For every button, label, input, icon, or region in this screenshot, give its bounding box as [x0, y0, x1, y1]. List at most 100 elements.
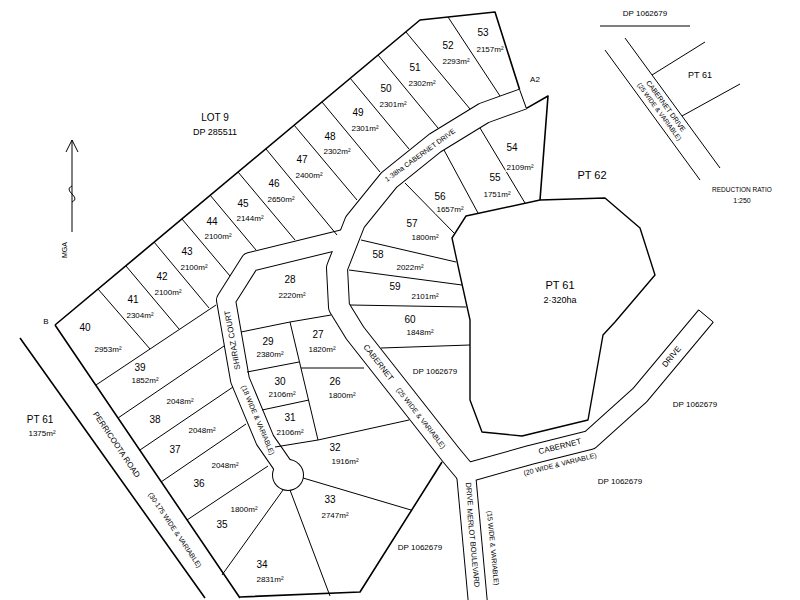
cabernet-east-fill	[466, 316, 706, 473]
survey-mark: A2	[529, 76, 541, 84]
lot-area: 1916m²	[330, 458, 359, 466]
lot-area: 1852m²	[130, 377, 159, 385]
lot-area: 2301m²	[350, 125, 379, 133]
lot-number: 49	[351, 108, 364, 118]
lot-area: 2831m²	[255, 576, 284, 584]
lot-number: 47	[295, 155, 308, 165]
lot-number: 26	[328, 377, 341, 387]
lot-area: 2747m²	[320, 512, 349, 520]
parcel-label: LOT 9	[200, 113, 230, 123]
lot-area: 2293m²	[441, 58, 470, 66]
lot-area: 2304m²	[125, 312, 154, 320]
lot-area: 2380m²	[255, 351, 284, 359]
lot-number: 60	[403, 315, 416, 325]
lot-number: 52	[441, 41, 454, 51]
lot-area: 2144m²	[235, 215, 264, 223]
lot-number: 45	[236, 199, 249, 209]
lot-number: 42	[155, 272, 168, 282]
lot-number: 50	[379, 84, 392, 94]
lot-number: 38	[148, 415, 161, 425]
parcel-label: PT 61	[26, 415, 55, 425]
court-bulb-fill	[273, 460, 303, 490]
lot-number: 58	[371, 250, 384, 260]
lot-number: 46	[267, 179, 280, 189]
lot-area: 2048m²	[165, 398, 194, 406]
lot-area: 1800m²	[327, 392, 356, 400]
deposited-plan-label: DP 1062679	[412, 368, 458, 376]
lot-area: 2022m²	[395, 264, 424, 272]
deposited-plan-label: DP 285511	[192, 128, 238, 137]
lot-number: 48	[323, 132, 336, 142]
lot-number: 27	[311, 330, 324, 340]
road-name: CABERNET	[537, 438, 583, 457]
lot-area: 2302m²	[407, 80, 436, 88]
cabernet-drive-outline	[337, 99, 523, 473]
shiraz-court-fill	[226, 238, 348, 466]
lot-number: 35	[215, 520, 228, 530]
lot-number: 59	[388, 282, 401, 292]
lot-number: 30	[273, 377, 286, 387]
road-width: (15 WIDE & VARIABLE)	[486, 509, 500, 586]
lot-area: 2400m²	[294, 172, 323, 180]
scale-note: REDUCTION RATIO	[711, 187, 773, 194]
lot-area: 2109m²	[505, 164, 534, 172]
road-width: (20 WIDE & VARIABLE)	[522, 451, 598, 476]
lot-area: 2220m²	[277, 292, 306, 300]
lot-area: 2301m²	[378, 101, 407, 109]
road-name: SHIRAZ COURT	[224, 309, 243, 371]
road-name: CABERNET	[361, 343, 395, 384]
deposited-plan-label: DP 1062679	[397, 544, 443, 552]
lot-area: 2101m²	[410, 293, 439, 301]
road-name: DRIVE	[464, 481, 474, 507]
road-name: 1·38ha CABERNET DRIVE	[383, 127, 458, 184]
lot-number: 39	[133, 363, 146, 373]
road-fills	[226, 99, 706, 600]
lot-number: 56	[433, 192, 446, 202]
lot-number: 53	[476, 28, 489, 38]
lot-lines	[96, 17, 525, 596]
lot-area: 2106m²	[267, 391, 296, 399]
scale-note: 1:250	[732, 197, 752, 204]
lot-number: 34	[255, 560, 268, 570]
lot-area: 2048m²	[187, 427, 216, 435]
road-width: (30·175 WIDE & VARIABLE)	[147, 490, 204, 569]
lot-number: 29	[261, 337, 274, 347]
lot-area: 1800m²	[410, 234, 439, 242]
lot-number: 37	[168, 445, 181, 455]
lot-area: 1820m²	[307, 346, 336, 354]
parcel-pt61-boundary	[452, 198, 655, 436]
deposited-plan-label: DP 1062679	[672, 401, 718, 409]
north-arrow	[66, 140, 78, 232]
lot-number: 54	[505, 143, 518, 153]
road-width: (25 WIDE & VARIABLE)	[395, 386, 448, 451]
grid-label: MGA	[61, 241, 68, 259]
road-outlines	[226, 99, 706, 600]
lot-number: 41	[126, 295, 139, 305]
parcel-label: PT 62	[576, 170, 607, 181]
lot-area: 1375m²	[27, 430, 56, 438]
lot-area: 2953m²	[93, 346, 122, 354]
lot-area: 2650m²	[266, 196, 295, 204]
lot-number: 36	[192, 479, 205, 489]
lot-area: 1751m²	[482, 191, 511, 199]
lot-number: 43	[180, 247, 193, 257]
lot-area: 1657m²	[435, 206, 464, 214]
deposited-plan-label: DP 1062679	[622, 10, 668, 18]
inset-detail-lines	[600, 26, 740, 180]
parcel-label: PT 61	[544, 280, 575, 291]
survey-mark: B	[42, 318, 49, 326]
lot-area: 2100m²	[203, 233, 232, 241]
deposited-plan-label: DP 1062679	[597, 478, 643, 486]
lot-number: 28	[283, 275, 296, 285]
lot-number: 31	[283, 413, 296, 423]
lot-number: 33	[323, 495, 336, 505]
lot-number: 40	[78, 323, 91, 333]
lot-number: 55	[488, 173, 501, 183]
lot-area: 1800m²	[229, 506, 258, 514]
lot-area: 2100m²	[179, 264, 208, 272]
lot-number: 57	[405, 219, 418, 229]
parcel-label: PT 61	[687, 71, 713, 80]
